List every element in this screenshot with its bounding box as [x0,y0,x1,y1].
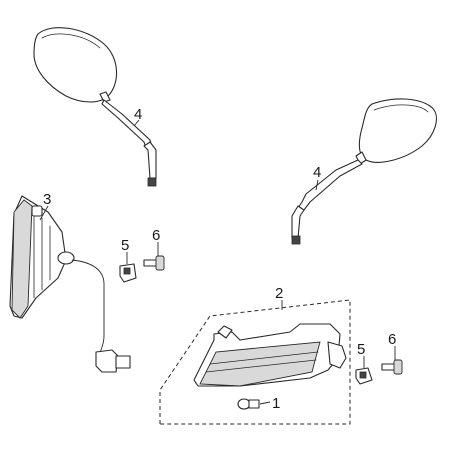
callout-3: 3 [43,191,51,208]
callout-1: 1 [272,395,280,412]
mirror-right[interactable] [291,98,437,245]
callout-5-left: 5 [121,237,129,254]
callout-screw-left: 6 [152,227,160,256]
bulb[interactable] [237,398,260,410]
screw-right[interactable] [381,359,403,375]
nut-right[interactable] [355,367,373,385]
mirror-left[interactable] [33,27,157,187]
callout-mirror-left: 4 [133,106,142,127]
nut-left[interactable] [119,263,137,283]
callout-2: 2 [275,285,283,302]
callout-4-left: 4 [134,106,142,123]
callout-nut-right: 5 [357,341,365,368]
rear-turn-signal[interactable] [9,195,131,373]
front-signal-assembly-outline [159,299,351,425]
callout-screw-right: 6 [388,331,396,360]
callout-6-left: 6 [152,227,160,244]
callout-nut-left: 5 [121,237,129,264]
callout-mirror-right: 4 [313,164,321,191]
front-turn-signal[interactable] [193,323,347,387]
callout-6-right: 6 [388,331,396,348]
callout-front-signal: 2 [275,285,283,310]
callout-rear-signal: 3 [39,191,51,221]
callout-bulb: 1 [259,395,280,412]
callout-4-right: 4 [313,164,321,181]
screw-left[interactable] [143,255,165,271]
callout-5-right: 5 [357,341,365,358]
